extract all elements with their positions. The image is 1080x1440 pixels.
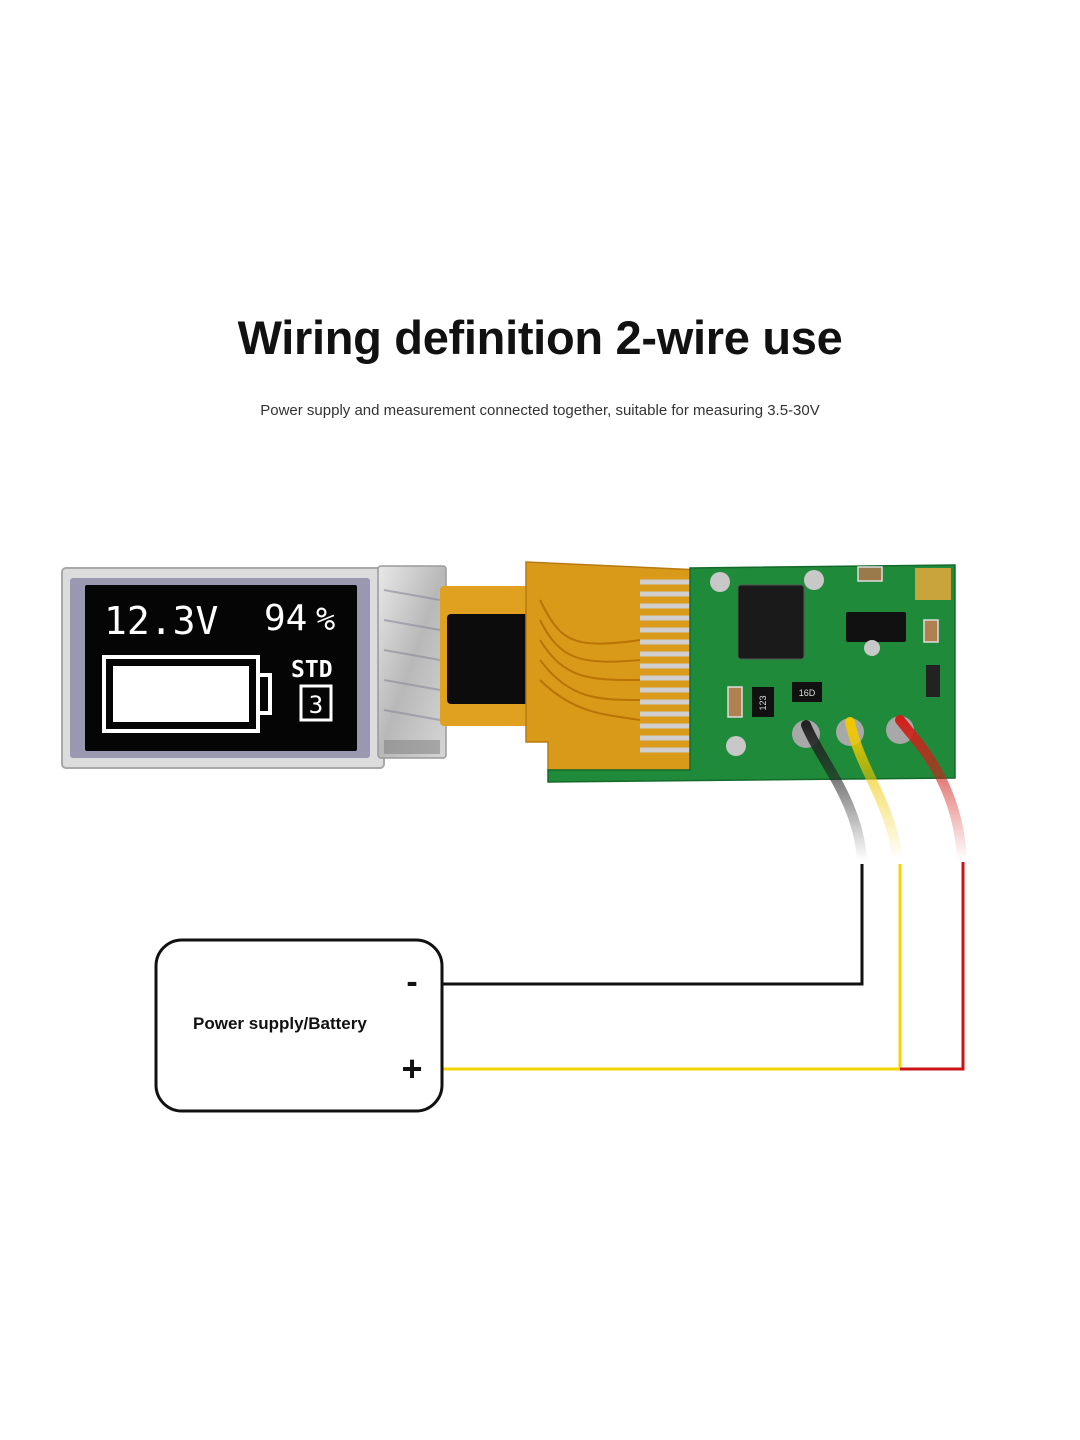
minus-terminal-label: - [406,963,417,1001]
percent-sign: % [316,600,335,638]
solder-pad [804,570,824,590]
smd-capacitor-3 [727,686,743,718]
schematic-wires [442,862,965,1071]
percent-readout: 94 [264,598,307,639]
flex-contact-pads [640,579,692,753]
plus-terminal-label: + [401,1048,422,1089]
smd-capacitor-2 [923,619,939,643]
voltage-readout: 12.3V [104,599,218,643]
regulator-chip [846,612,906,642]
solder-pad [864,640,880,656]
resistor-label-a: 123 [758,695,768,710]
black-wire-stub [801,720,867,865]
yellow-wire-stub [845,717,903,865]
battery-level-fill [113,666,249,722]
flex-connector-block [447,614,533,704]
mcu-chip [737,584,805,660]
resistor-label-b: 16D [799,688,816,698]
power-supply-label: Power supply/Battery [193,1014,367,1033]
pcb-corner-pad [915,568,951,600]
power-supply-box: Power supply/Battery - + [154,938,444,1113]
smd-capacitor [857,566,883,582]
oled-module: 12.3V 94 % STD 3 [61,565,447,769]
page-subtitle: Power supply and measurement connected t… [260,402,820,419]
smd-diode [926,665,940,697]
solder-pad [710,572,730,592]
level-value: 3 [309,691,323,719]
solder-pad [726,736,746,756]
wire-stubs [801,715,967,865]
smd-resistor-b [792,682,822,702]
mode-label: STD [291,657,333,683]
yellow-wire-positive [442,864,902,1071]
level-box [299,684,333,722]
red-wire-stub [895,715,967,865]
page-title: Wiring definition 2-wire use [237,311,843,364]
red-wire-positive [900,862,965,1071]
flex-cable [440,561,701,771]
battery-icon [102,655,272,733]
black-wire-negative [442,864,864,986]
smd-resistor-a [752,687,774,717]
